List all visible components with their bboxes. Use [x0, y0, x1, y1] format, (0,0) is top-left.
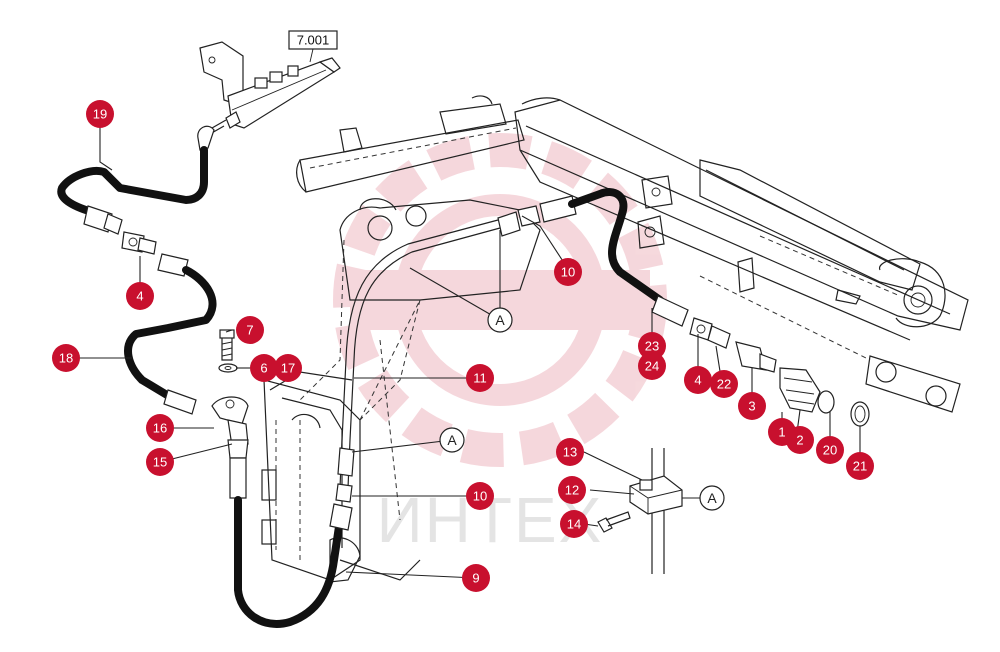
callout-badge: [462, 564, 490, 592]
leader-lines: [66, 114, 861, 579]
callout-badge: [560, 510, 588, 538]
callout-10: 10: [554, 258, 582, 286]
detail-marker-a-3: A: [699, 485, 725, 511]
callout-4: 4: [126, 282, 154, 310]
reference-box-label: 7.001: [297, 33, 330, 48]
callout-badge: [816, 436, 844, 464]
svg-text:A: A: [495, 312, 505, 328]
clamp-detail: [597, 448, 683, 574]
callout-number: 10: [473, 489, 487, 504]
callout-badge: [466, 482, 494, 510]
callout-4: 4: [684, 366, 712, 394]
callout-badge: [738, 392, 766, 420]
hose-23: [539, 188, 689, 327]
callout-number: 12: [565, 483, 579, 498]
callout-number: 6: [260, 361, 267, 376]
callout-badge: [52, 344, 80, 372]
callout-number: 17: [281, 361, 295, 376]
adapter-4-right: [689, 317, 713, 341]
hose-19: [57, 146, 208, 235]
callout-15: 15: [146, 448, 174, 476]
callout-number: 3: [748, 399, 755, 414]
callout-20: 20: [816, 436, 844, 464]
callout-number: 18: [59, 351, 73, 366]
callout-badge: [466, 364, 494, 392]
callout-badge: [684, 366, 712, 394]
callout-23: 23: [638, 332, 666, 360]
callout-badge: [236, 316, 264, 344]
callout-number: 19: [93, 107, 107, 122]
callout-number: 22: [717, 377, 731, 392]
callout-badge: [638, 332, 666, 360]
callout-18: 18: [52, 344, 80, 372]
callout-badge: [846, 452, 874, 480]
adapter-22: [707, 325, 731, 349]
callout-2: 2: [786, 426, 814, 454]
pipe-11: [335, 205, 541, 503]
washer-6: [218, 363, 238, 373]
adapter-4-left: [121, 231, 157, 255]
svg-text:A: A: [447, 432, 457, 448]
callout-badge: [274, 354, 302, 382]
callout-number: 16: [153, 421, 167, 436]
callout-badge: [250, 354, 278, 382]
callout-badge: [558, 476, 586, 504]
quick-coupler-1: [779, 367, 821, 413]
callout-12: 12: [558, 476, 586, 504]
boom-structure: [296, 95, 969, 413]
callout-13: 13: [556, 438, 584, 466]
callout-number: 21: [853, 459, 867, 474]
callout-number: 1: [778, 425, 785, 440]
callout-number: 10: [561, 265, 575, 280]
callout-16: 16: [146, 414, 174, 442]
callout-badge: [146, 448, 174, 476]
callout-3: 3: [738, 392, 766, 420]
callout-7: 7: [236, 316, 264, 344]
fitting-3: [735, 341, 777, 373]
o-ring-20: [817, 390, 835, 414]
detail-marker-a-1: A: [487, 307, 513, 333]
detail-marker-a-2: A: [439, 427, 465, 453]
callout-21: 21: [846, 452, 874, 480]
callout-number: 2: [796, 433, 803, 448]
callout-11: 11: [466, 364, 494, 392]
callout-17: 17: [274, 354, 302, 382]
callout-number: 20: [823, 443, 837, 458]
callout-badge: [554, 258, 582, 286]
callout-24: 24: [638, 352, 666, 380]
callout-number: 7: [246, 323, 253, 338]
callout-19: 19: [86, 100, 114, 128]
hose-9: [229, 457, 353, 628]
callout-badge: [146, 414, 174, 442]
hose-18: [124, 253, 217, 415]
callout-number: 13: [563, 445, 577, 460]
callout-number: 4: [136, 289, 143, 304]
callout-10: 10: [466, 482, 494, 510]
callout-badge: [638, 352, 666, 380]
valve-block-assembly: 7.001: [197, 30, 341, 151]
callout-badge: [556, 438, 584, 466]
bolt-7: [219, 329, 235, 361]
callout-layer: 19 4 18 7 6 17 16 15 10 11 10 9 23 24 4 22 3 12 20 21 13 12 14: [52, 100, 874, 592]
callout-badge: [86, 100, 114, 128]
callout-22: 22: [710, 370, 738, 398]
callout-number: 9: [472, 571, 479, 586]
callout-badge: [710, 370, 738, 398]
callout-badge: [126, 282, 154, 310]
callout-number: 15: [153, 455, 167, 470]
callout-number: 4: [694, 373, 701, 388]
callout-9: 9: [462, 564, 490, 592]
callout-number: 24: [645, 359, 659, 374]
callout-badge: [786, 426, 814, 454]
callout-number: 23: [645, 339, 659, 354]
callout-number: 14: [567, 517, 581, 532]
ring-21: [850, 401, 870, 427]
callout-6: 6: [250, 354, 278, 382]
callout-number: 11: [473, 371, 487, 386]
svg-text:A: A: [707, 490, 717, 506]
elbow-fitting-15-16: [211, 396, 249, 459]
callout-14: 14: [560, 510, 588, 538]
